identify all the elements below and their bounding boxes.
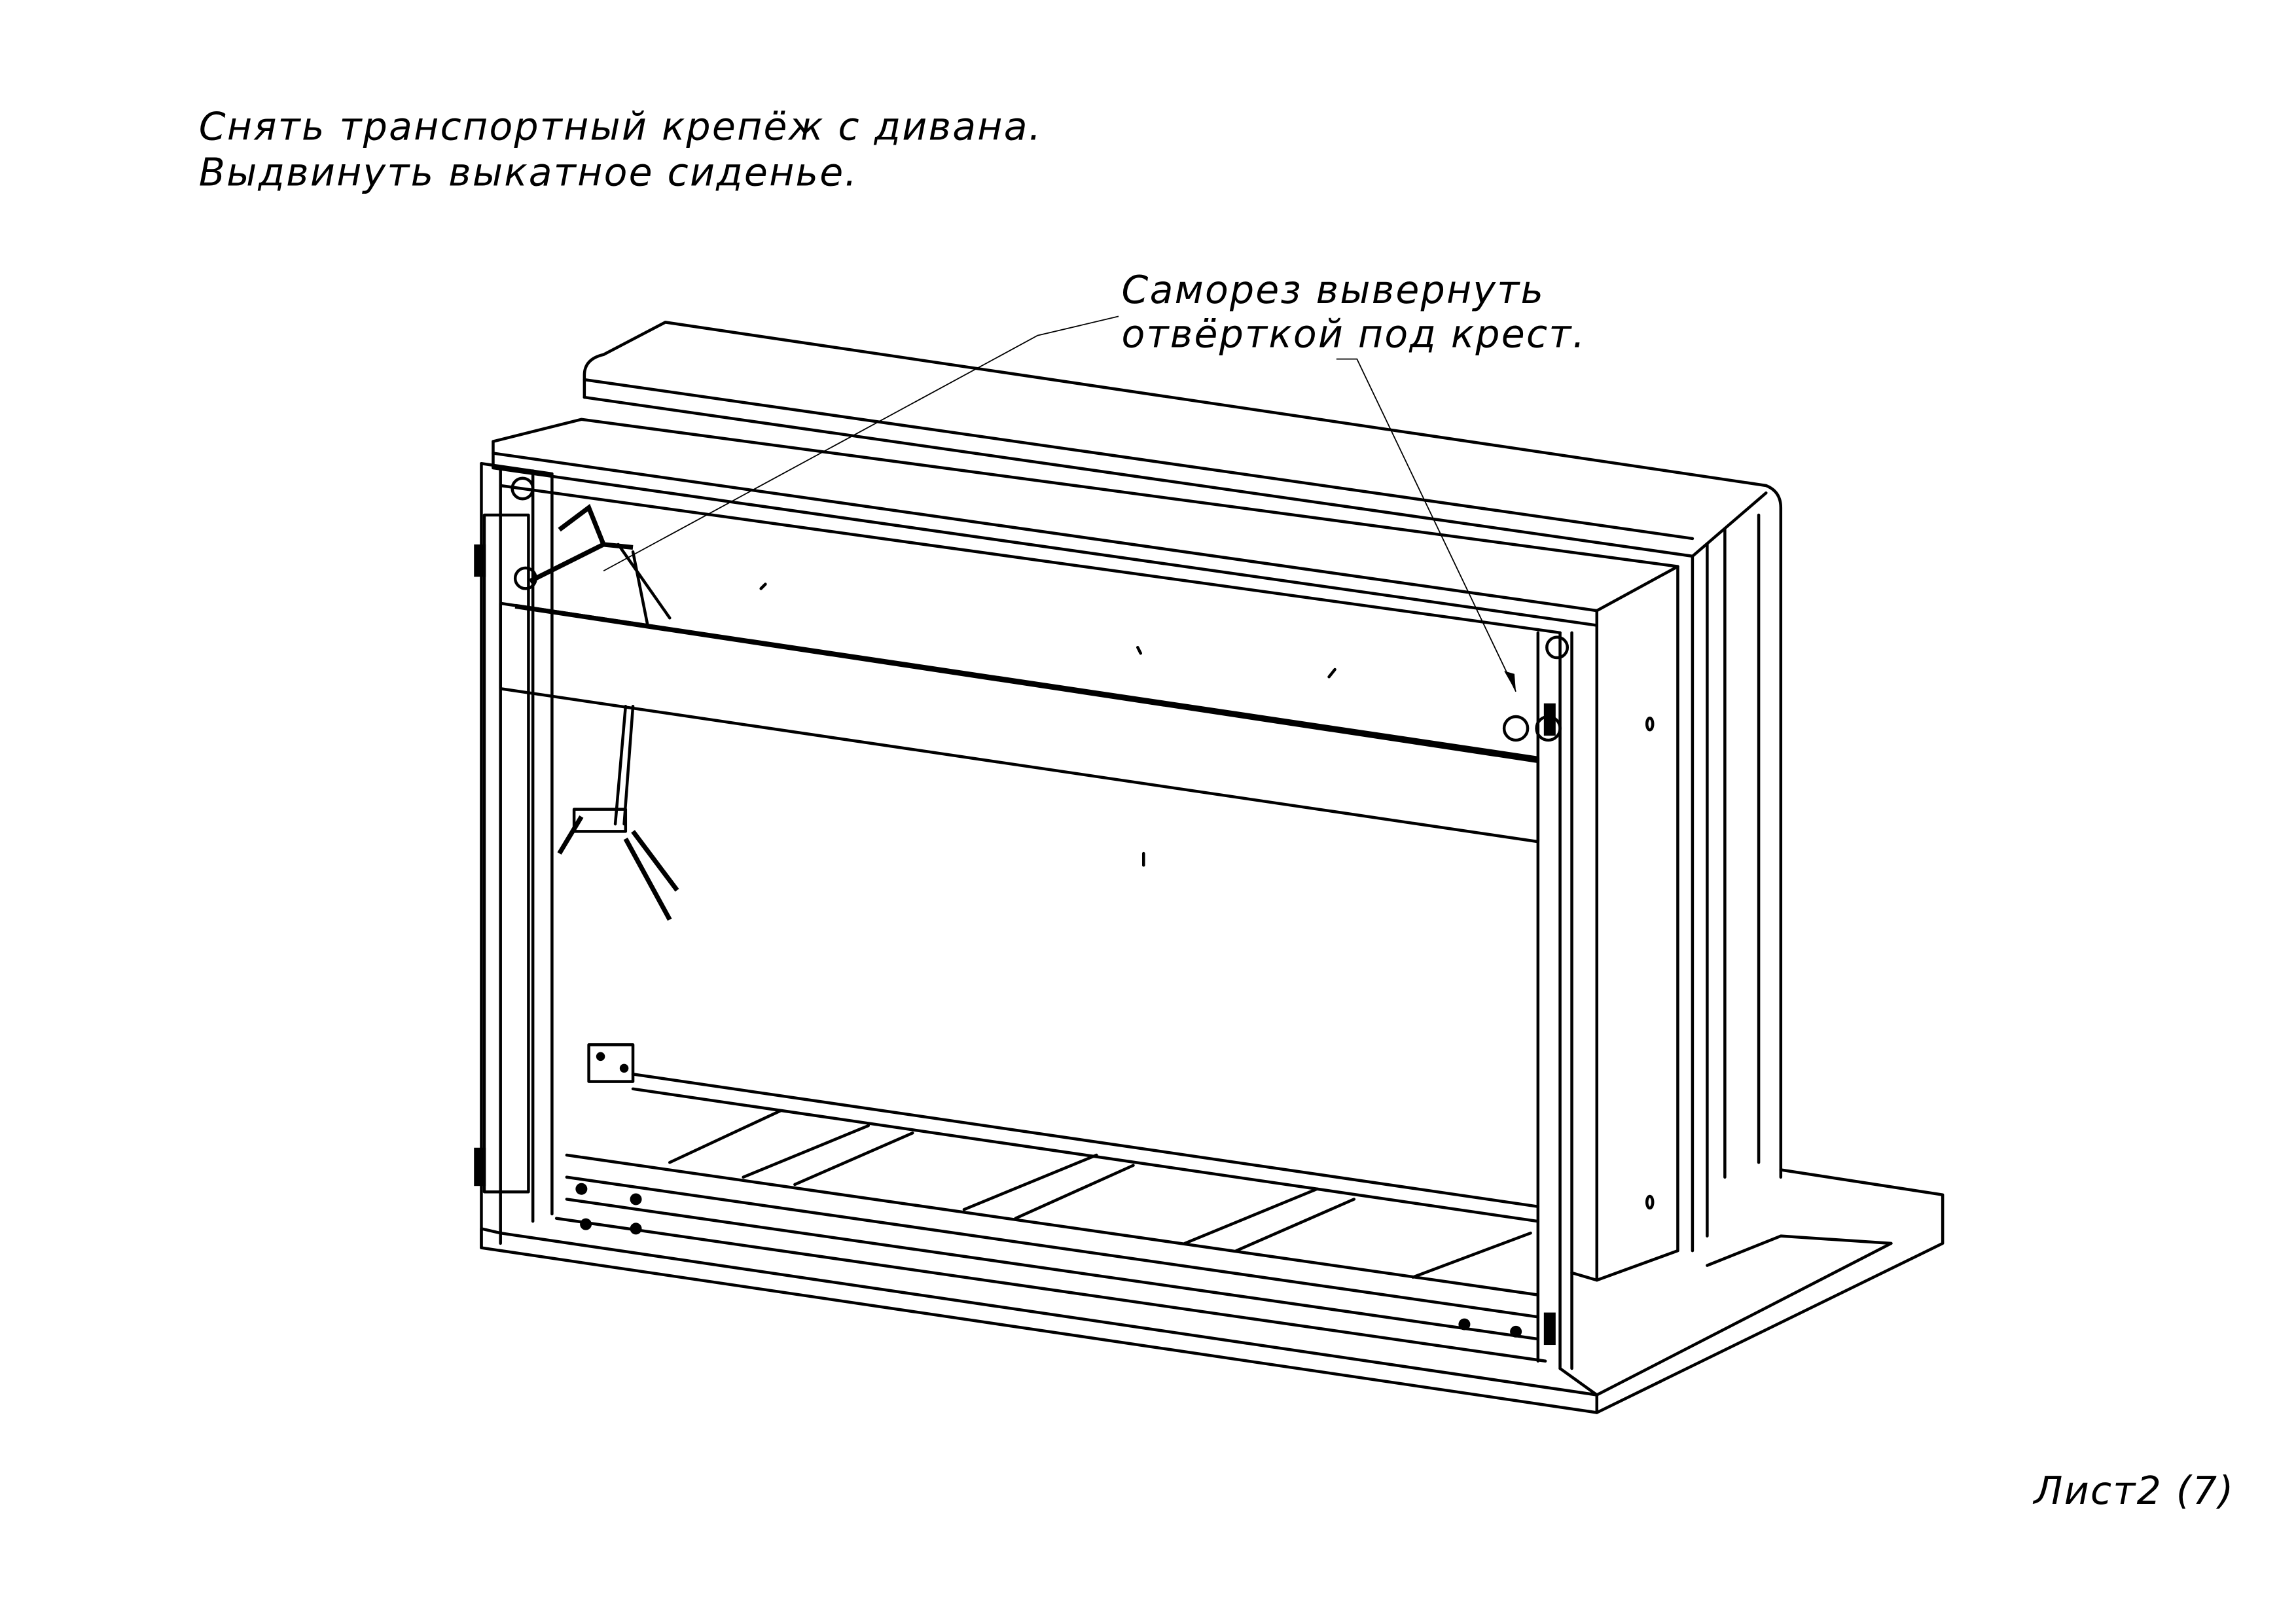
lift-mechanism [511,476,679,921]
left-frame [474,462,1562,1249]
base-platform [480,1168,1945,1414]
cross-bar [499,582,1540,867]
right-frame [1502,631,1573,1370]
callout-leaders [603,315,1516,692]
sheet-label: Лист2 (7) [2033,1469,2235,1513]
seat-box [492,418,1679,1282]
backrest [583,321,1783,1253]
instruction-line-1: Снять транспортный крепёж с дивана. [199,105,1043,149]
callout-line-2: отвёрткой под крест. [1122,312,1587,357]
lower-frame [554,1073,1547,1363]
callout-line-1: Саморез вывернуть [1122,268,1545,312]
instruction-line-2: Выдвинуть выкатное сиденье. [199,150,858,194]
